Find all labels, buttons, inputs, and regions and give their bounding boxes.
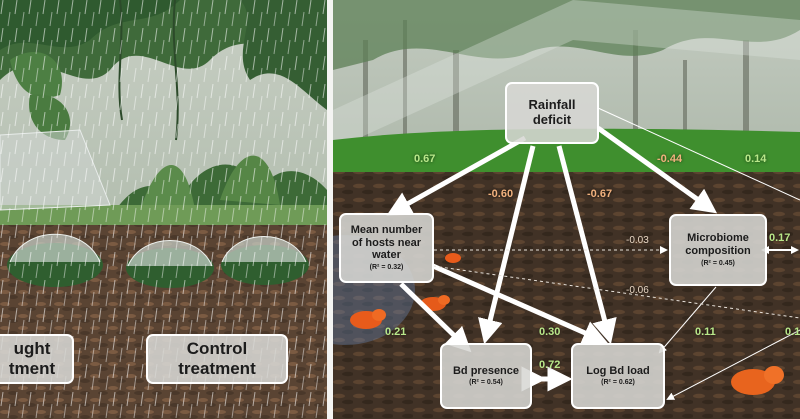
node-microbiome-composition: Microbiome composition (R² = 0.45) <box>669 214 767 286</box>
coef-rain-load: -0.67 <box>587 188 613 200</box>
drought-box-line2: tment <box>8 359 56 378</box>
arrow-rain-to-right <box>597 107 800 201</box>
coef-rain-microbiome: -0.44 <box>657 153 683 165</box>
control-box-line1: Control <box>186 339 248 359</box>
node-bd-presence: Bd presence (R² = 0.54) <box>440 343 532 409</box>
bd-presence-label: Bd presence <box>452 364 520 377</box>
path-diagram-background <box>333 0 800 419</box>
arrow-rain-to-presence <box>478 145 536 345</box>
coef-hosts-load: 0.30 <box>539 326 561 338</box>
bd-load-r2: (R² = 0.62) <box>601 379 635 387</box>
microbiome-line1: Microbiome <box>687 232 749 245</box>
arrow-hosts-to-presence <box>399 282 472 353</box>
arrow-rain-to-microbiome <box>596 125 718 214</box>
rainforest-scene <box>0 0 327 419</box>
coef-right-edge: 0.1 <box>785 326 800 338</box>
microbiome-r2: (R² = 0.45) <box>701 259 735 267</box>
drought-box-line1: ught <box>13 339 51 359</box>
arrow-microbiome-to-load <box>658 286 717 354</box>
coef-hosts-right: -0.06 <box>626 285 649 296</box>
left-panel-illustration: ught tment Control treatment <box>0 0 327 419</box>
bd-load-label: Log Bd load <box>586 364 650 377</box>
frog-icon <box>731 366 784 395</box>
frog-icon <box>445 253 461 263</box>
coef-rain-right: 0.14 <box>745 153 767 165</box>
bd-presence-r2: (R² = 0.54) <box>469 379 503 387</box>
coef-hosts-presence: 0.21 <box>385 326 407 338</box>
arrow-rain-to-hosts <box>386 135 527 216</box>
rainfall-line2: deficit <box>532 112 572 127</box>
node-hosts-near-water: Mean number of hosts near water (R² = 0.… <box>339 213 434 283</box>
right-panel-diagram: Rainfall deficit Mean number of hosts ne… <box>333 0 800 419</box>
frog-icon <box>350 309 386 329</box>
coef-presence-load: 0.72 <box>539 359 561 371</box>
hosts-line3: water <box>372 249 401 262</box>
drought-treatment-box: ught tment <box>0 334 74 384</box>
coef-microbiome-load: 0.11 <box>695 326 716 338</box>
arrow-rain-to-load <box>556 145 617 345</box>
coef-microbiome-right: 0.17 <box>769 232 791 244</box>
node-rainfall-deficit: Rainfall deficit <box>505 82 599 144</box>
microbiome-line2: composition <box>685 244 751 257</box>
hosts-r2: (R² = 0.32) <box>369 263 404 271</box>
node-log-bd-load: Log Bd load (R² = 0.62) <box>571 343 665 409</box>
arrow-hosts-to-load <box>431 263 608 345</box>
rainfall-line1: Rainfall <box>528 97 576 113</box>
hosts-line1: Mean number <box>350 224 423 237</box>
arrow-hosts-to-right <box>432 265 800 319</box>
hosts-line2: of hosts near <box>351 236 422 249</box>
panel-divider <box>327 0 333 419</box>
coef-rain-presence: -0.60 <box>488 188 514 200</box>
control-box-line2: treatment <box>178 359 256 378</box>
coef-rain-hosts: 0.67 <box>414 153 436 165</box>
arrow-right-to-load <box>666 329 800 400</box>
control-treatment-box: Control treatment <box>146 334 288 384</box>
coef-hosts-microbiome: -0.03 <box>626 235 649 246</box>
